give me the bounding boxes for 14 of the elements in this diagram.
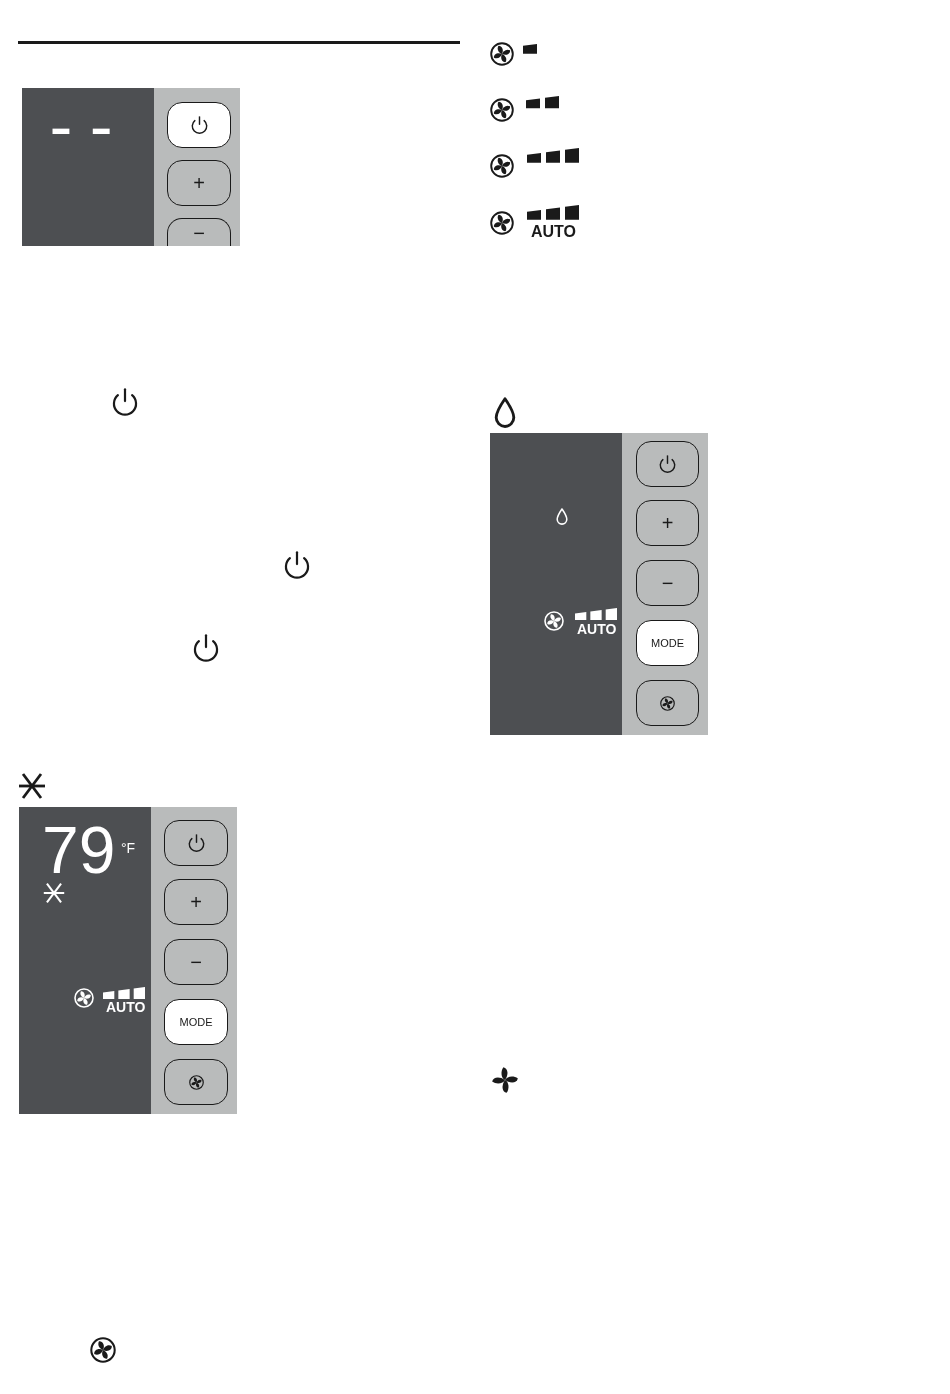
display-readout: - - — [50, 106, 113, 150]
auto-label: AUTO — [531, 224, 577, 240]
temperature-readout: 79 — [42, 817, 116, 883]
unit-label: °F — [121, 841, 136, 855]
mode-button: MODE — [164, 999, 228, 1045]
plus-button: + — [167, 160, 231, 206]
auto-label: AUTO — [106, 1000, 146, 1014]
minus-button: − — [636, 560, 699, 606]
plus-button: + — [164, 879, 228, 925]
auto-label: AUTO — [577, 622, 617, 636]
mode-button: MODE — [636, 620, 699, 666]
plus-button: + — [636, 500, 699, 546]
minus-button: − — [164, 939, 228, 985]
minus-button: − — [167, 218, 231, 246]
